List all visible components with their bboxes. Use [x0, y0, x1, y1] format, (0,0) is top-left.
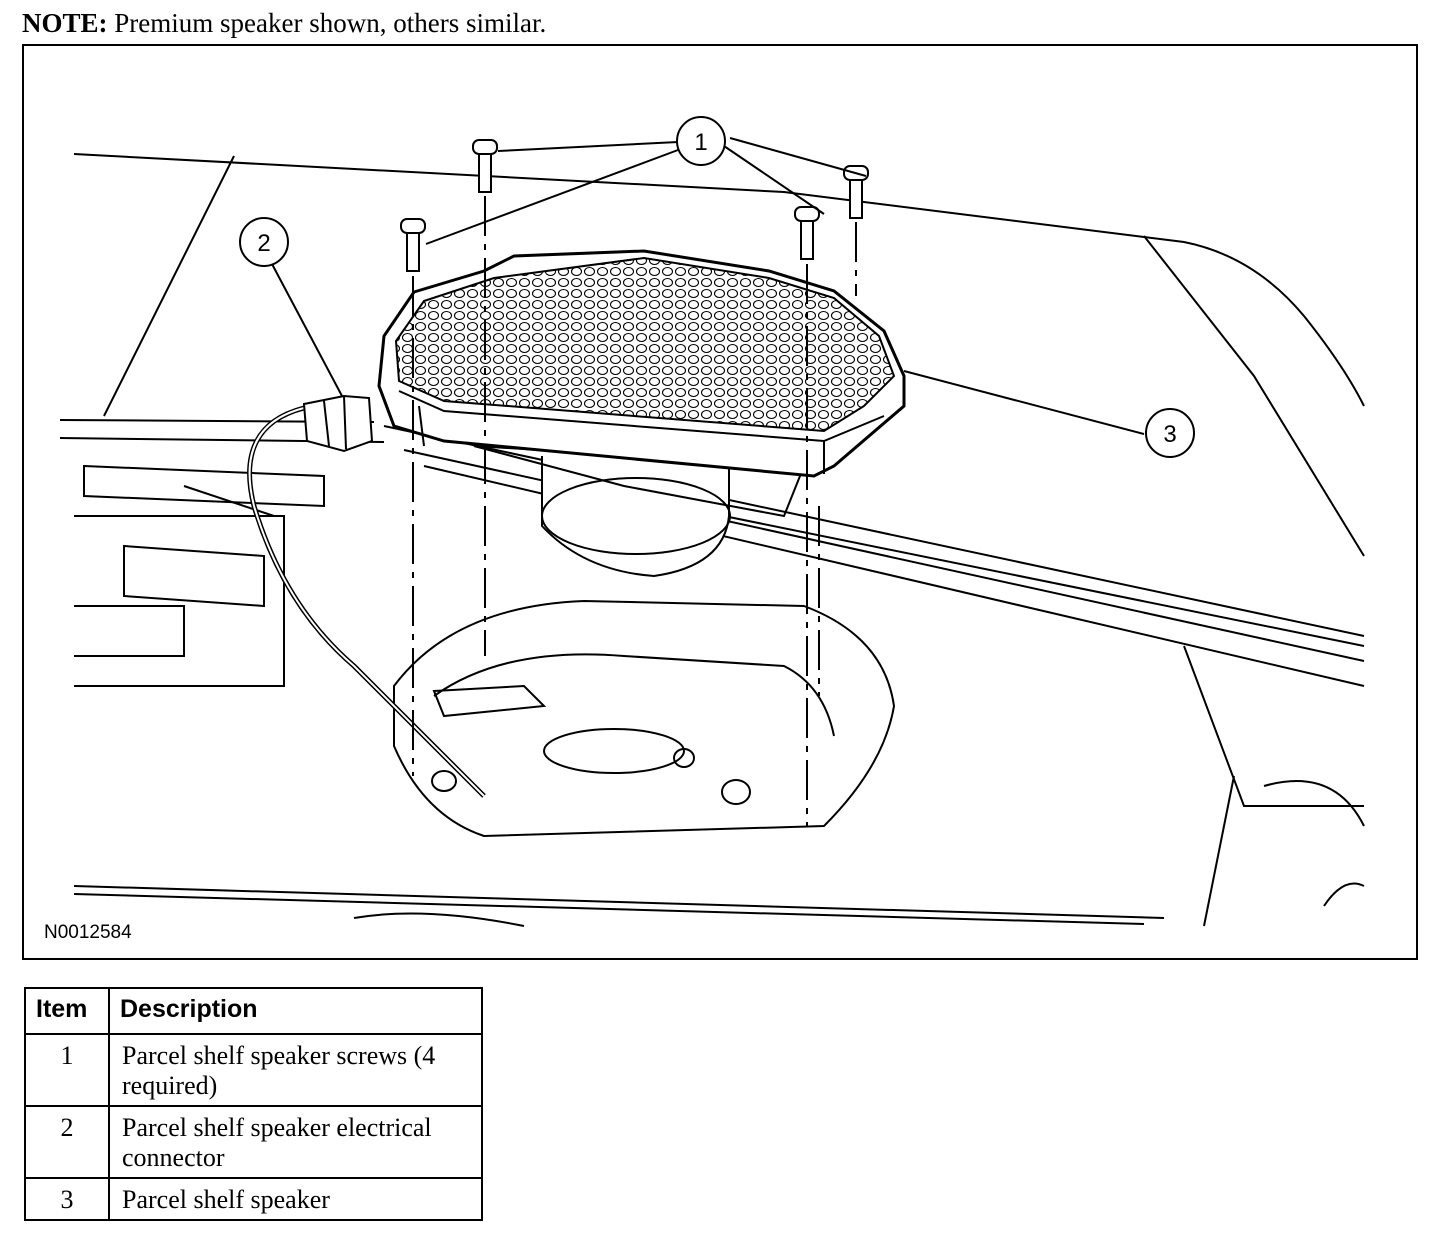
callout-2: 2: [239, 217, 289, 267]
screw-2: [843, 165, 869, 219]
note-text: Premium speaker shown, others similar.: [114, 8, 547, 38]
legend-table: Item Description 1 Parcel shelf speaker …: [24, 987, 483, 1221]
screws: [400, 139, 869, 272]
speaker-grille: [394, 256, 896, 433]
electrical-connector: [302, 394, 374, 453]
row-3-description: Parcel shelf speaker: [108, 1177, 483, 1221]
header-description: Description: [108, 987, 483, 1035]
callout-3-label: 3: [1163, 421, 1176, 448]
table-row: 3 Parcel shelf speaker: [24, 1177, 483, 1221]
table-row: 1 Parcel shelf speaker screws (4 require…: [24, 1033, 483, 1107]
callouts: 1 2 3: [239, 116, 1195, 458]
table-row: 2 Parcel shelf speaker electrical connec…: [24, 1105, 483, 1179]
screw-1: [472, 139, 498, 193]
speaker-well: [393, 599, 896, 838]
callout-1-label: 1: [694, 129, 707, 156]
callout-2-label: 2: [257, 230, 270, 257]
header-item: Item: [24, 987, 110, 1035]
shelf-right-edge: [1143, 235, 1365, 557]
row-2-item: 2: [24, 1105, 110, 1179]
screw-3: [400, 218, 426, 272]
note-label: NOTE:: [22, 8, 108, 38]
shelf-back-edge: [73, 153, 1365, 407]
note-line: NOTE: Premium speaker shown, others simi…: [22, 6, 546, 40]
legend-header-row: Item Description: [24, 987, 483, 1035]
speaker-drawing: 1 2 3: [59, 116, 1365, 927]
row-1-description: Parcel shelf speaker screws (4 required): [108, 1033, 483, 1107]
screw-4: [794, 206, 820, 260]
callout-3: 3: [1145, 408, 1195, 458]
row-1-item: 1: [24, 1033, 110, 1107]
speaker-magnet: [541, 456, 730, 578]
row-2-description: Parcel shelf speaker electrical connecto…: [108, 1105, 483, 1179]
callout-1: 1: [676, 116, 726, 166]
speaker-illustration: 1 2 3 N0012584: [22, 44, 1418, 960]
row-3-item: 3: [24, 1177, 110, 1221]
shelf-left-edge: [103, 155, 235, 417]
figure-id: N0012584: [44, 922, 132, 943]
